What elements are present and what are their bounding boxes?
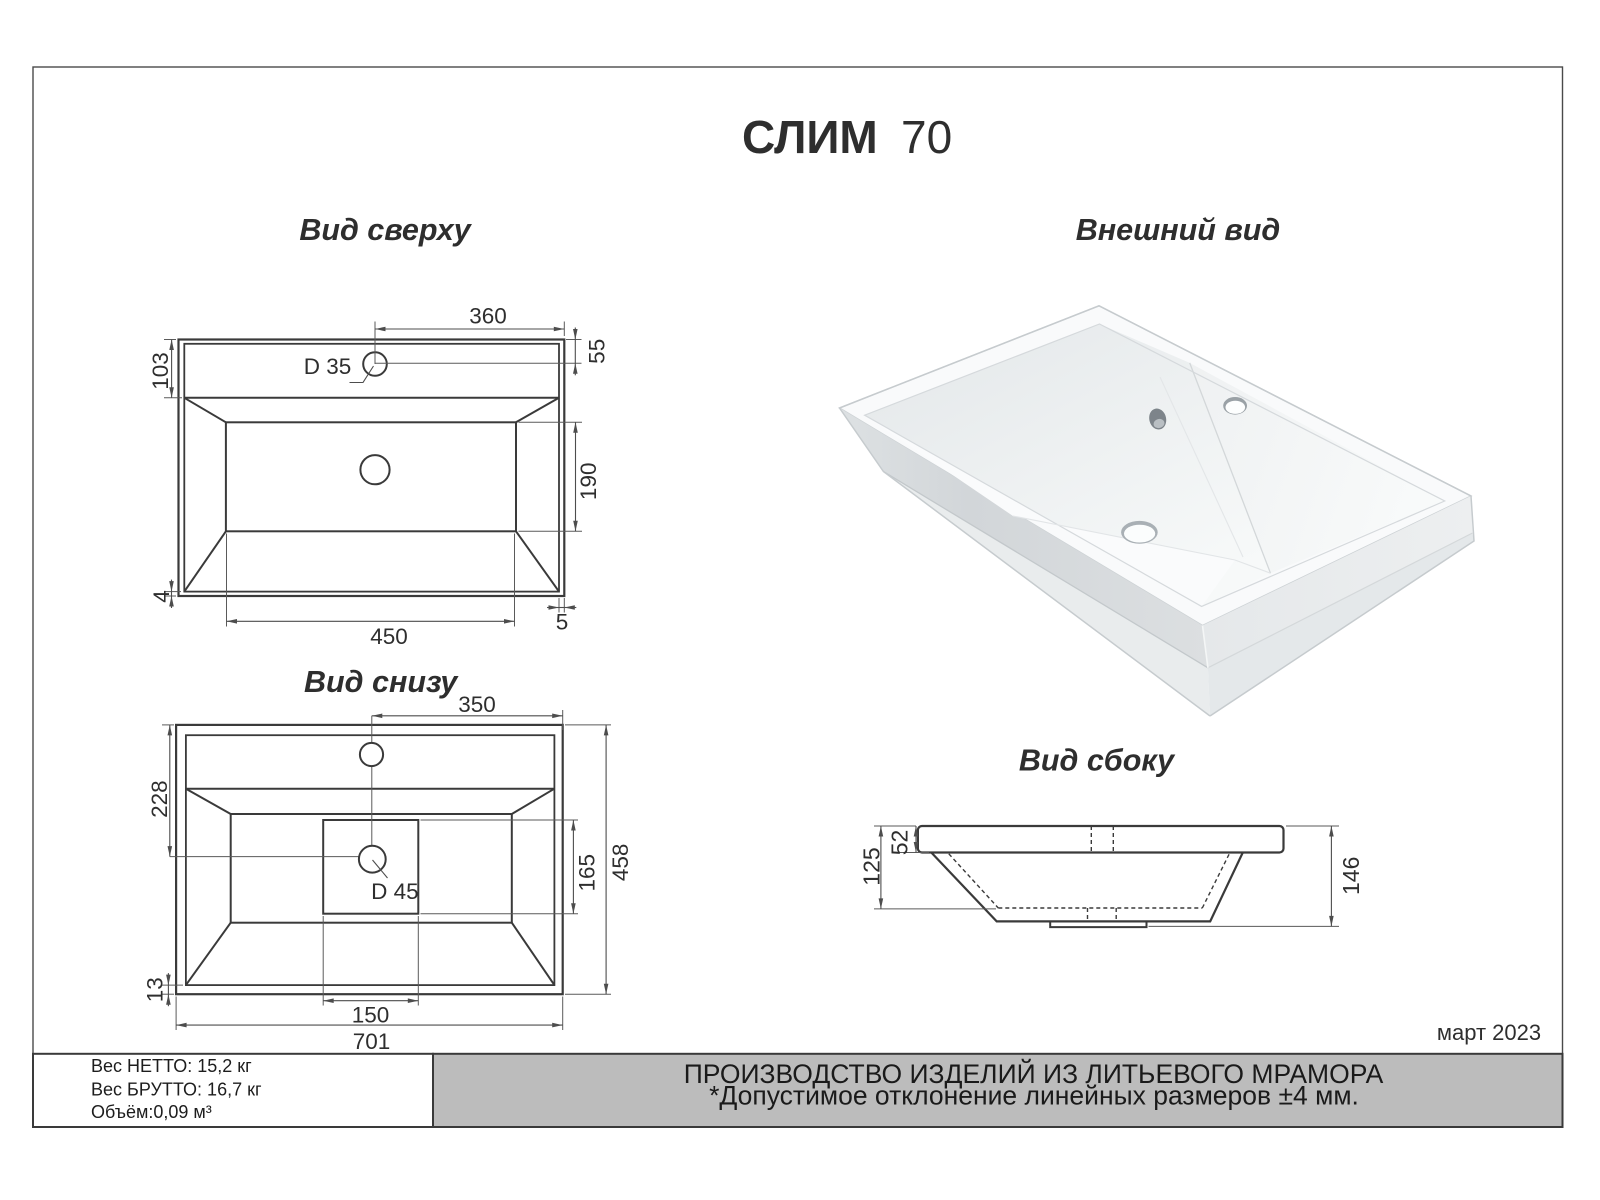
svg-text:450: 450 xyxy=(370,624,408,649)
svg-text:360: 360 xyxy=(469,304,507,329)
svg-text:D 45: D 45 xyxy=(371,879,419,904)
svg-text:Вид снизу: Вид снизу xyxy=(304,665,459,699)
svg-text:165: 165 xyxy=(575,854,600,892)
svg-text:ПРОИЗВОДСТВО ИЗДЕЛИЙ ИЗ ЛИТЬЕВ: ПРОИЗВОДСТВО ИЗДЕЛИЙ ИЗ ЛИТЬЕВОГО МРАМОР… xyxy=(684,1059,1384,1089)
svg-text:13: 13 xyxy=(143,977,168,1002)
svg-text:Вид сверху: Вид сверху xyxy=(299,213,472,247)
svg-text:*Допустимое отклонение линейны: *Допустимое отклонение линейных размеров… xyxy=(709,1081,1359,1111)
svg-text:701: 701 xyxy=(353,1029,391,1054)
svg-text:Объём:0,09 м³: Объём:0,09 м³ xyxy=(91,1102,212,1122)
svg-text:Вес НЕТТО: 15,2 кг: Вес НЕТТО: 15,2 кг xyxy=(91,1056,252,1076)
svg-text:125: 125 xyxy=(859,847,885,885)
svg-text:Внешний вид: Внешний вид xyxy=(1076,213,1281,247)
svg-text:228: 228 xyxy=(147,780,172,818)
svg-text:Вид сбоку: Вид сбоку xyxy=(1019,744,1176,778)
svg-text:D 35: D 35 xyxy=(304,354,352,379)
svg-text:март 2023: март 2023 xyxy=(1437,1020,1541,1045)
svg-text:146: 146 xyxy=(1338,857,1364,895)
svg-text:СЛИМ: СЛИМ xyxy=(742,111,878,163)
svg-text:458: 458 xyxy=(608,844,633,882)
svg-text:350: 350 xyxy=(458,692,496,717)
svg-text:150: 150 xyxy=(352,1003,390,1028)
svg-text:190: 190 xyxy=(576,463,601,501)
svg-text:Вес БРУТТО: 16,7 кг: Вес БРУТТО: 16,7 кг xyxy=(91,1080,262,1100)
svg-text:5: 5 xyxy=(556,610,569,635)
svg-text:70: 70 xyxy=(901,111,952,163)
svg-text:4: 4 xyxy=(149,590,174,603)
svg-text:103: 103 xyxy=(148,352,173,390)
svg-text:52: 52 xyxy=(887,830,913,856)
svg-text:55: 55 xyxy=(585,339,610,364)
